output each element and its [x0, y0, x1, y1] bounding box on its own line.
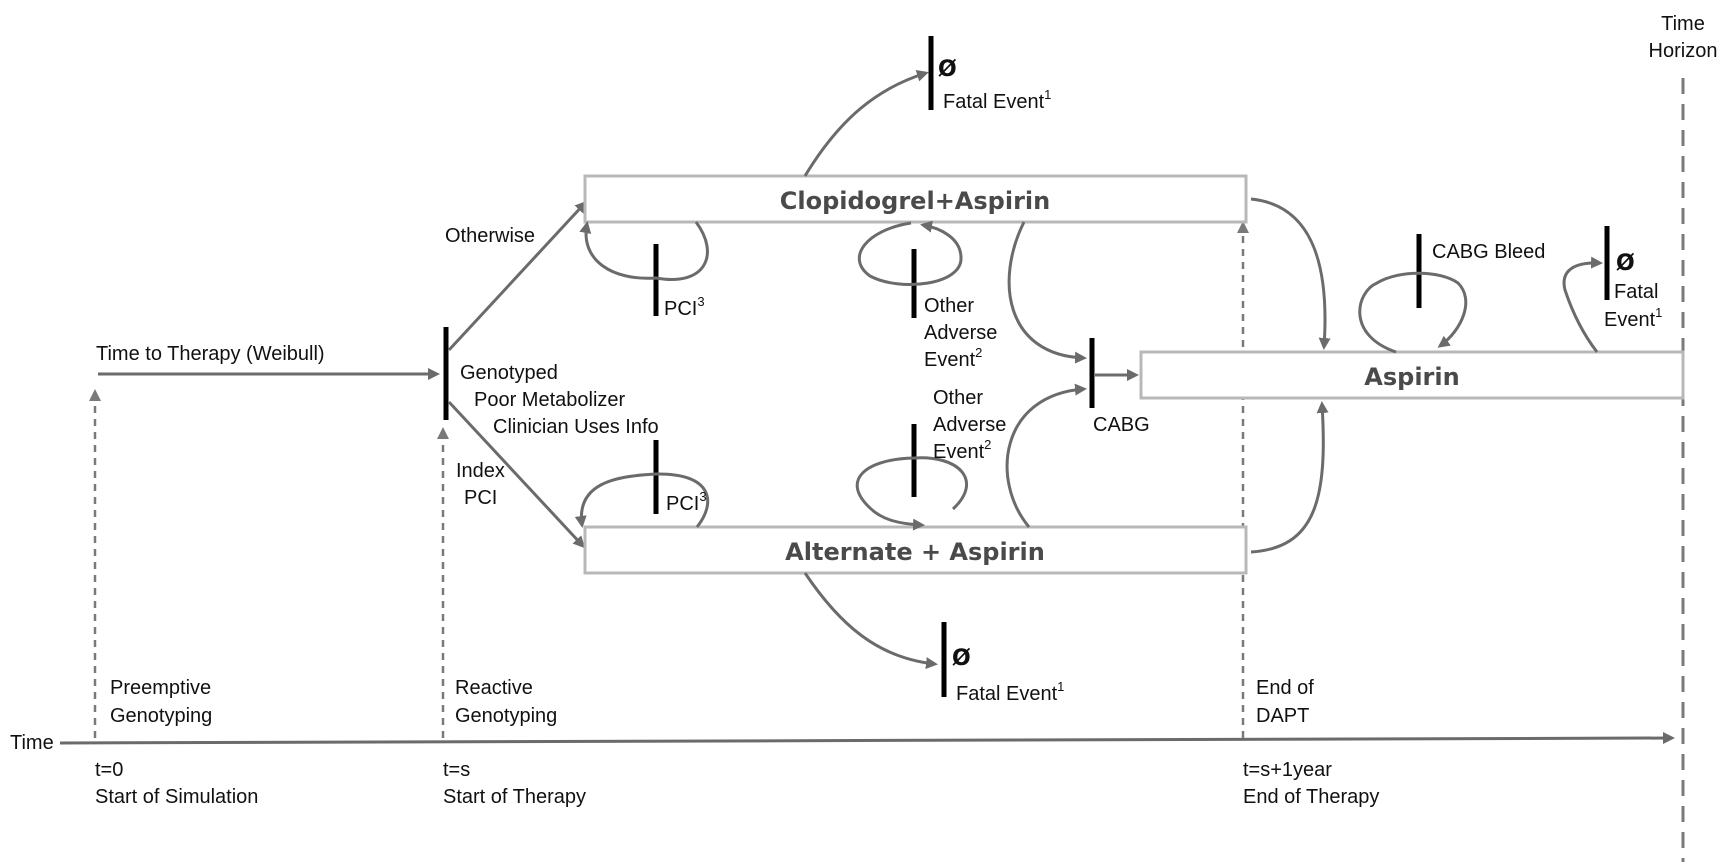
aspirin-state: Aspirin: [1139, 350, 1685, 400]
clopidogrel-fatal-arrow: [803, 69, 929, 177]
reactive-label-line1: Reactive: [455, 677, 533, 699]
time-axis: Time: [10, 732, 1675, 754]
tick-caption-end-therapy: End of Therapy: [1243, 786, 1379, 808]
alternate-fatal-arrow: [803, 572, 938, 670]
poor-metabolizer-branch-arrow: [447, 400, 586, 549]
alternate-to-aspirin-arrow: [1250, 401, 1329, 554]
aspirin-death-symbol: Ø: [1616, 251, 1635, 276]
tick-end-therapy: End of DAPT t=s+1year End of Therapy: [1237, 221, 1379, 808]
clopidogrel-death-symbol: Ø: [938, 57, 957, 82]
alternate-pci-loop-arrow: [574, 472, 710, 528]
clopidogrel-fatal-label: Fatal Event1: [943, 87, 1051, 113]
tick-value-ts1year: t=s+1year: [1243, 759, 1332, 781]
tick-value-ts: t=s: [443, 759, 470, 781]
preemptive-label-line1: Preemptive: [110, 677, 211, 699]
alternate-aspirin-state: Alternate + Aspirin: [583, 525, 1248, 575]
aspirin-event-label: Event1: [1604, 305, 1662, 331]
clinician-uses-info-label: Clinician Uses Info: [493, 416, 659, 438]
index-pci-label: PCI: [464, 487, 497, 509]
cabg-bleed-loop-arrow: [1358, 271, 1468, 354]
clopidogrel-adverse-loop-arrow: [857, 220, 963, 286]
cabg-label: CABG: [1093, 414, 1150, 436]
clopidogrel-to-aspirin-arrow: [1250, 197, 1331, 350]
poor-metabolizer-label: Poor Metabolizer: [474, 389, 626, 411]
aspirin-fatal-arrow: [1562, 256, 1603, 353]
time-to-therapy-label: Time to Therapy (Weibull): [96, 343, 325, 365]
alternate-other-label: Other: [933, 387, 983, 409]
clopidogrel-to-cabg-arrow: [1007, 221, 1087, 364]
end-dapt-label-line1: End of: [1256, 677, 1314, 699]
clopidogrel-pci-loop-arrow: [579, 221, 709, 281]
tick-start-therapy: Reactive Genotyping t=s Start of Therapy: [437, 427, 586, 808]
alternate-aspirin-box: [583, 525, 1248, 575]
clopidogrel-adverse-label: Adverse: [924, 322, 997, 344]
alternate-fatal-label: Fatal Event1: [956, 679, 1064, 705]
reactive-label-line2: Genotyping: [455, 705, 557, 727]
aspirin-box: [1139, 350, 1685, 400]
alternate-adverse-label: Adverse: [933, 414, 1006, 436]
alternate-pci-label: PCI3: [666, 489, 707, 515]
alternate-event-label: Event2: [933, 437, 991, 463]
end-dapt-label-line2: DAPT: [1256, 705, 1309, 727]
genotyped-label: Genotyped: [460, 362, 558, 384]
alternate-death-symbol: Ø: [952, 646, 971, 671]
clopidogrel-pci-label: PCI3: [664, 294, 705, 320]
alternate-to-cabg-arrow: [1005, 383, 1087, 528]
clopidogrel-other-label: Other: [924, 295, 974, 317]
time-axis-label: Time: [10, 732, 54, 754]
clopidogrel-aspirin-state: Clopidogrel+Aspirin: [583, 174, 1248, 224]
clopidogrel-aspirin-title: Clopidogrel+Aspirin: [780, 187, 1050, 215]
time-horizon: Time Horizon: [1649, 13, 1718, 862]
alternate-aspirin-title: Alternate + Aspirin: [785, 538, 1045, 566]
aspirin-fatal-label: Fatal: [1614, 281, 1658, 303]
otherwise-branch-arrow: [447, 200, 588, 352]
alternate-adverse-loop-arrow: [855, 456, 968, 531]
time-horizon-label-line2: Horizon: [1649, 40, 1718, 62]
otherwise-label: Otherwise: [445, 225, 535, 247]
tick-value-t0: t=0: [95, 759, 123, 781]
time-axis-line: [59, 732, 1675, 745]
index-label: Index: [456, 460, 505, 482]
tick-caption-start-simulation: Start of Simulation: [95, 786, 258, 808]
aspirin-title: Aspirin: [1364, 363, 1459, 391]
tick-caption-start-therapy: Start of Therapy: [443, 786, 586, 808]
tick-start-simulation: Preemptive Genotyping t=0 Start of Simul…: [89, 389, 258, 808]
clopidogrel-event-label: Event2: [924, 345, 982, 371]
clopidogrel-aspirin-box: [583, 174, 1248, 224]
time-horizon-label-line1: Time: [1661, 13, 1705, 35]
cabg-bleed-label: CABG Bleed: [1432, 241, 1545, 263]
preemptive-label-line2: Genotyping: [110, 705, 212, 727]
